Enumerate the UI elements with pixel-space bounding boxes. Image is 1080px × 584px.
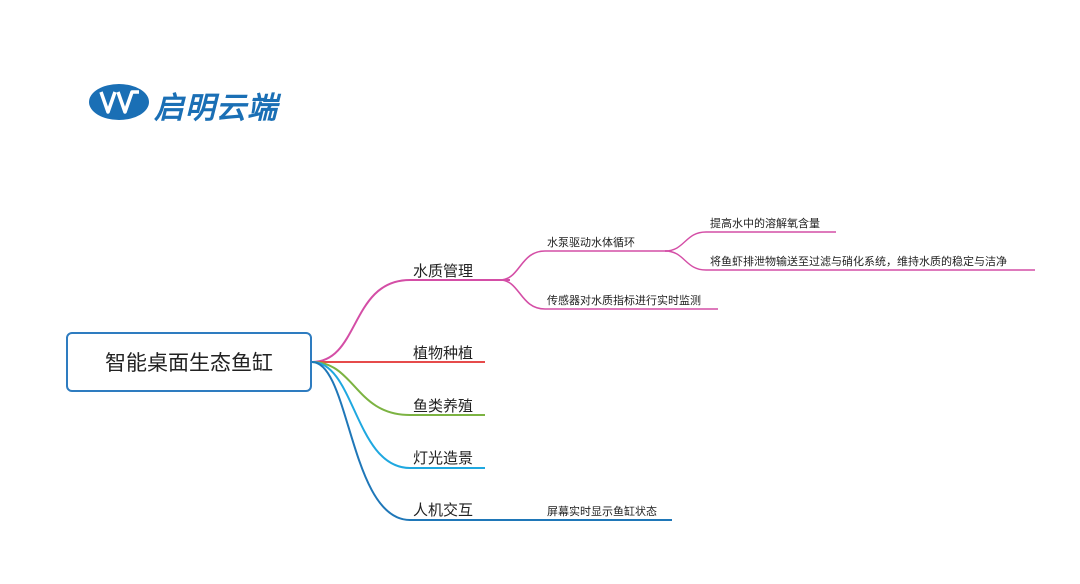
branch-interaction[interactable]: 人机交互 [413, 501, 474, 519]
branch-plants[interactable]: 植物种植 [413, 344, 474, 362]
connector-pump [499, 250, 668, 281]
connector-filtration [664, 250, 1035, 271]
connector-fish [311, 361, 485, 416]
node-filtration[interactable]: 将鱼虾排泄物输送至过滤与硝化系统，维持水质的稳定与洁净 [710, 255, 1007, 268]
branch-lighting[interactable]: 灯光造景 [413, 449, 474, 467]
connector-sensor [499, 279, 718, 310]
node-water-pump[interactable]: 水泵驱动水体循环 [547, 236, 635, 249]
node-screen-status[interactable]: 屏幕实时显示鱼缸状态 [547, 505, 657, 518]
mindmap-root[interactable]: 智能桌面生态鱼缸 [66, 332, 312, 392]
logo-mark-icon [89, 84, 149, 120]
connector-interaction [311, 361, 672, 521]
branch-fish[interactable]: 鱼类养殖 [413, 397, 474, 415]
connector-lighting [311, 361, 485, 469]
node-sensor-monitoring[interactable]: 传感器对水质指标进行实时监测 [547, 294, 701, 307]
branch-water-quality[interactable]: 水质管理 [413, 262, 474, 280]
logo-text: 启明云端 [154, 91, 278, 126]
node-dissolved-oxygen[interactable]: 提高水中的溶解氧含量 [710, 217, 820, 230]
connector-water-quality [311, 279, 510, 363]
connector-oxygen [664, 231, 836, 252]
